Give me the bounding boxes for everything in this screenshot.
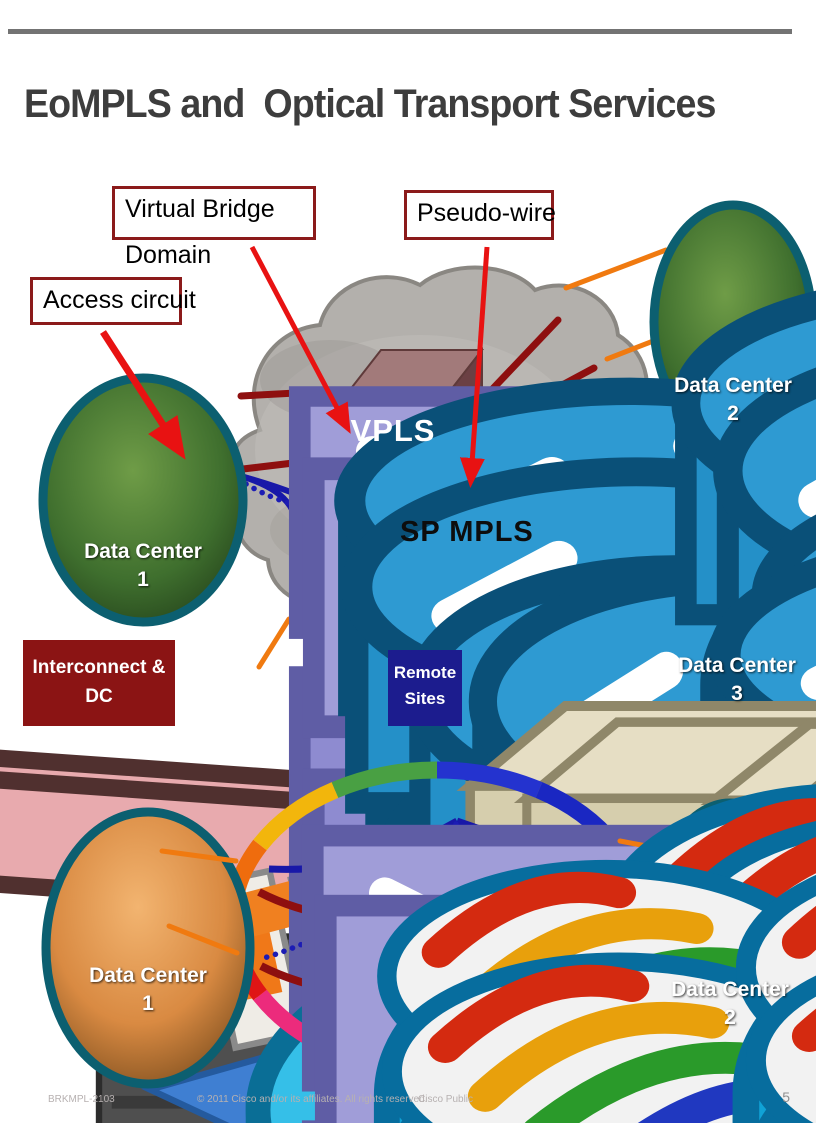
data-center-1-bottom-label: Data Center 1 bbox=[89, 964, 207, 1016]
top-rule bbox=[8, 29, 792, 34]
interconnect-dc-line1: Interconnect & bbox=[32, 657, 166, 678]
access-circuit-arrow bbox=[100, 330, 186, 460]
callout-virtual-bridge-line1: Virtual Bridge bbox=[125, 195, 275, 223]
data-center-3-top-label: Data Center 3 bbox=[678, 654, 796, 706]
virtual-bridge-arrow bbox=[249, 245, 351, 434]
sp-mpls-label: SP MPLS bbox=[400, 516, 534, 548]
data-center-1-top-label: Data Center 1 bbox=[84, 540, 202, 592]
callout-pseudo-wire: Pseudo-wire bbox=[404, 190, 556, 240]
callout-virtual-bridge-domain: Virtual Bridge Domain bbox=[112, 186, 316, 269]
data-center-2-top-label: Data Center 2 bbox=[674, 374, 792, 426]
callout-virtual-bridge-line2: Domain bbox=[125, 241, 212, 269]
data-center-2-bottom-label: Data Center 2 bbox=[671, 978, 789, 1030]
remote-sites-box: Remote Sites bbox=[388, 650, 462, 726]
page-number: 5 bbox=[782, 1089, 790, 1105]
footer-session-id: BRKMPL-2103 bbox=[48, 1094, 115, 1105]
data-center-1-top bbox=[38, 373, 816, 1123]
callout-access-circuit: Access circuit bbox=[30, 277, 196, 325]
remote-sites-line2: Sites bbox=[404, 689, 446, 709]
data-center-1-bottom bbox=[41, 807, 816, 1123]
interconnect-dc-box: Interconnect & DC bbox=[23, 640, 175, 726]
interconnect-dc-line2: DC bbox=[85, 685, 113, 707]
footer-copyright: © 2011 Cisco and/or its affiliates. All … bbox=[197, 1094, 428, 1105]
slide-title: EoMPLS and Optical Transport Services bbox=[24, 82, 716, 126]
callout-arrows bbox=[100, 245, 490, 488]
footer-classification: Cisco Public bbox=[418, 1094, 474, 1105]
vpls-label: VPLS bbox=[350, 413, 436, 448]
remote-sites-line1: Remote bbox=[393, 663, 457, 682]
pseudo-wire-arrow bbox=[459, 246, 490, 488]
